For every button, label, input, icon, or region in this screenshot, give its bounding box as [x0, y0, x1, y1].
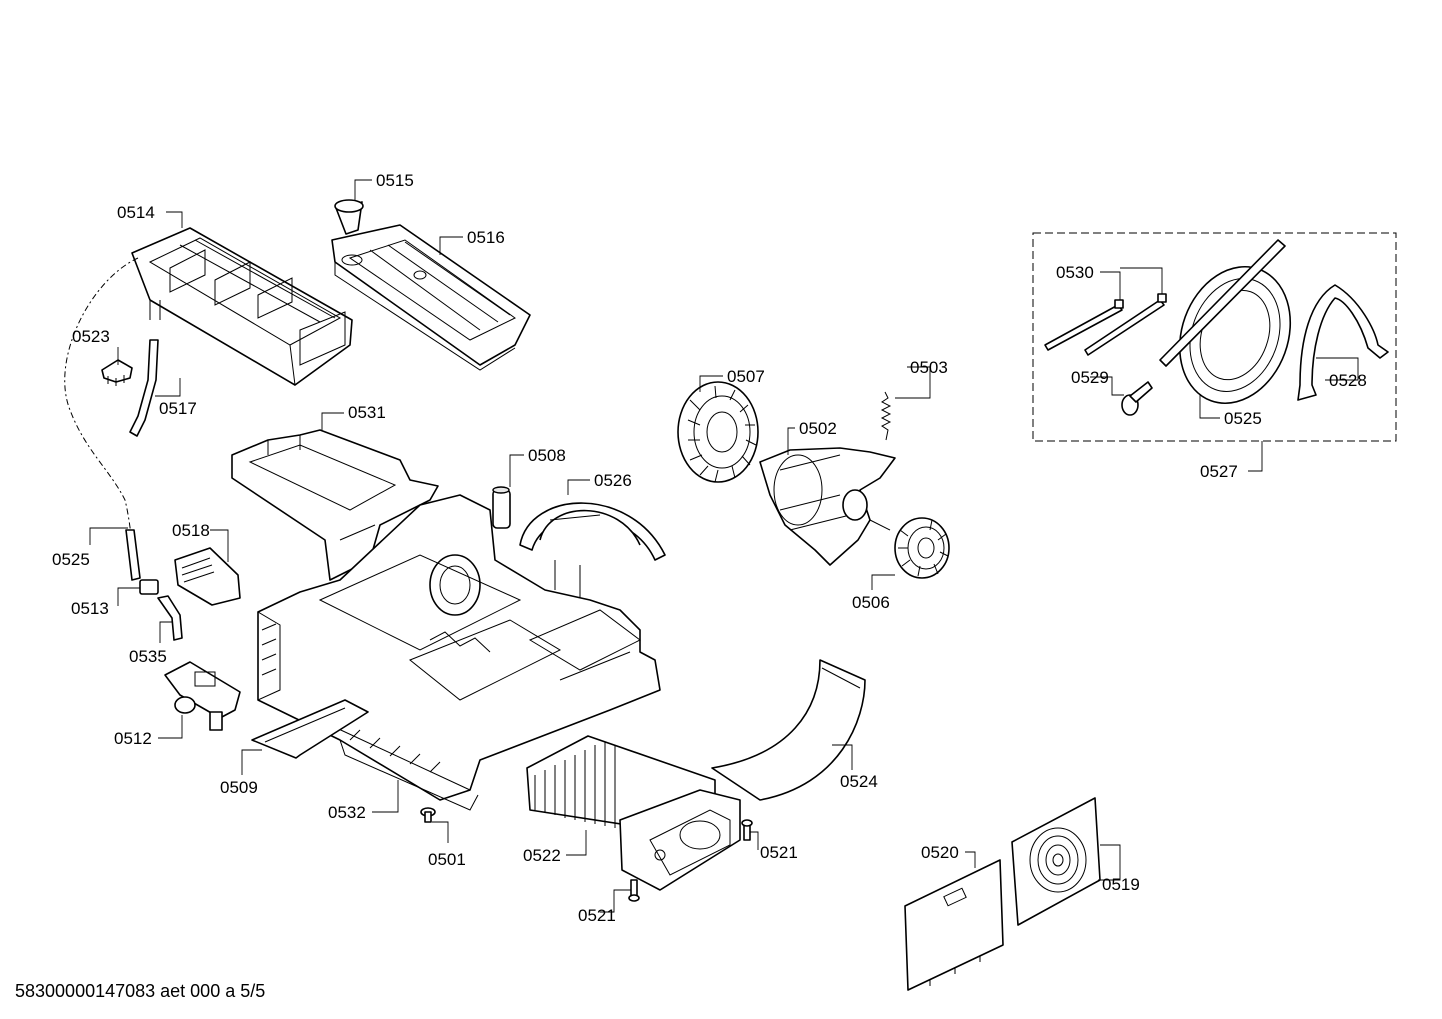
label-0502[interactable]: 0502 — [799, 419, 837, 438]
part-0516-water-tank[interactable] — [331, 224, 531, 371]
label-0518[interactable]: 0518 — [172, 521, 210, 540]
label-0525[interactable]: 0525 — [52, 550, 90, 569]
label-0520[interactable]: 0520 — [921, 843, 959, 862]
part-0522-condenser[interactable] — [526, 735, 741, 891]
part-0502-motor[interactable] — [759, 447, 896, 566]
part-0501-screw[interactable] — [420, 807, 436, 823]
label-0529[interactable]: 0529 — [1071, 368, 1109, 387]
leader-lines — [89, 179, 1359, 913]
part-0509-filter-tray[interactable] — [251, 699, 369, 759]
label-0515[interactable]: 0515 — [376, 171, 414, 190]
part-0513-connector[interactable] — [139, 579, 159, 595]
document-code: 58300000147083 aet 000 a 5/5 — [15, 981, 265, 1001]
part-0503-spring[interactable] — [880, 391, 892, 441]
label-0535[interactable]: 0535 — [129, 647, 167, 666]
part-0526-drum-strap[interactable] — [519, 502, 666, 600]
label-0524[interactable]: 0524 — [840, 772, 878, 791]
label-0522[interactable]: 0522 — [523, 846, 561, 865]
part-0530-cable-ties[interactable] — [1044, 293, 1167, 356]
label-0516[interactable]: 0516 — [467, 228, 505, 247]
label-0513[interactable]: 0513 — [71, 599, 109, 618]
part-0523-clip[interactable] — [101, 359, 133, 386]
label-0517[interactable]: 0517 — [159, 399, 197, 418]
part-0507-impeller[interactable] — [677, 381, 759, 483]
part-0527-accessory-kit[interactable] — [1032, 232, 1397, 442]
part-0519-grille-cover[interactable] — [1011, 797, 1101, 926]
label-0521-right[interactable]: 0521 — [760, 843, 798, 862]
part-0518-cover[interactable] — [174, 547, 241, 606]
part-0514-container-housing[interactable] — [131, 227, 353, 386]
label-0528[interactable]: 0528 — [1329, 371, 1367, 390]
label-0519[interactable]: 0519 — [1102, 875, 1140, 894]
part-0525-coiled-hose[interactable] — [1159, 239, 1309, 419]
part-0525-wire-path — [64, 257, 141, 581]
part-0529-plug[interactable] — [1121, 381, 1153, 416]
part-0508-capacitor[interactable] — [492, 486, 511, 529]
part-0506-small-impeller[interactable] — [894, 517, 950, 579]
label-0512[interactable]: 0512 — [114, 729, 152, 748]
label-0503[interactable]: 0503 — [910, 358, 948, 377]
part-0521-pin-b[interactable] — [628, 879, 640, 902]
label-0527[interactable]: 0527 — [1200, 462, 1238, 481]
part-0517-hose[interactable] — [129, 339, 159, 437]
label-0507[interactable]: 0507 — [727, 367, 765, 386]
label-0530[interactable]: 0530 — [1056, 263, 1094, 282]
part-labels: 0514 0515 0516 0523 0517 0531 0508 0526 … — [52, 171, 1367, 925]
part-0524-foam-pad[interactable] — [711, 659, 866, 801]
label-0514[interactable]: 0514 — [117, 203, 155, 222]
part-0512-pump[interactable] — [164, 661, 241, 731]
label-0523[interactable]: 0523 — [72, 327, 110, 346]
label-0506[interactable]: 0506 — [852, 593, 890, 612]
part-0528-bracket[interactable] — [1297, 284, 1389, 401]
part-0520-panel[interactable] — [904, 859, 1004, 991]
label-0532[interactable]: 0532 — [328, 803, 366, 822]
label-0525-kit[interactable]: 0525 — [1224, 409, 1262, 428]
part-0515-inlet-cap[interactable] — [334, 199, 364, 235]
part-0532-base-housing[interactable] — [257, 494, 661, 811]
label-0508[interactable]: 0508 — [528, 446, 566, 465]
part-0521-pin-a[interactable] — [741, 819, 753, 841]
label-0501[interactable]: 0501 — [428, 850, 466, 869]
label-0531[interactable]: 0531 — [348, 403, 386, 422]
label-0526[interactable]: 0526 — [594, 471, 632, 490]
part-0535-small-hose[interactable] — [157, 595, 183, 641]
label-0521-bottom[interactable]: 0521 — [578, 906, 616, 925]
label-0509[interactable]: 0509 — [220, 778, 258, 797]
part-0531-air-duct[interactable] — [231, 429, 439, 581]
